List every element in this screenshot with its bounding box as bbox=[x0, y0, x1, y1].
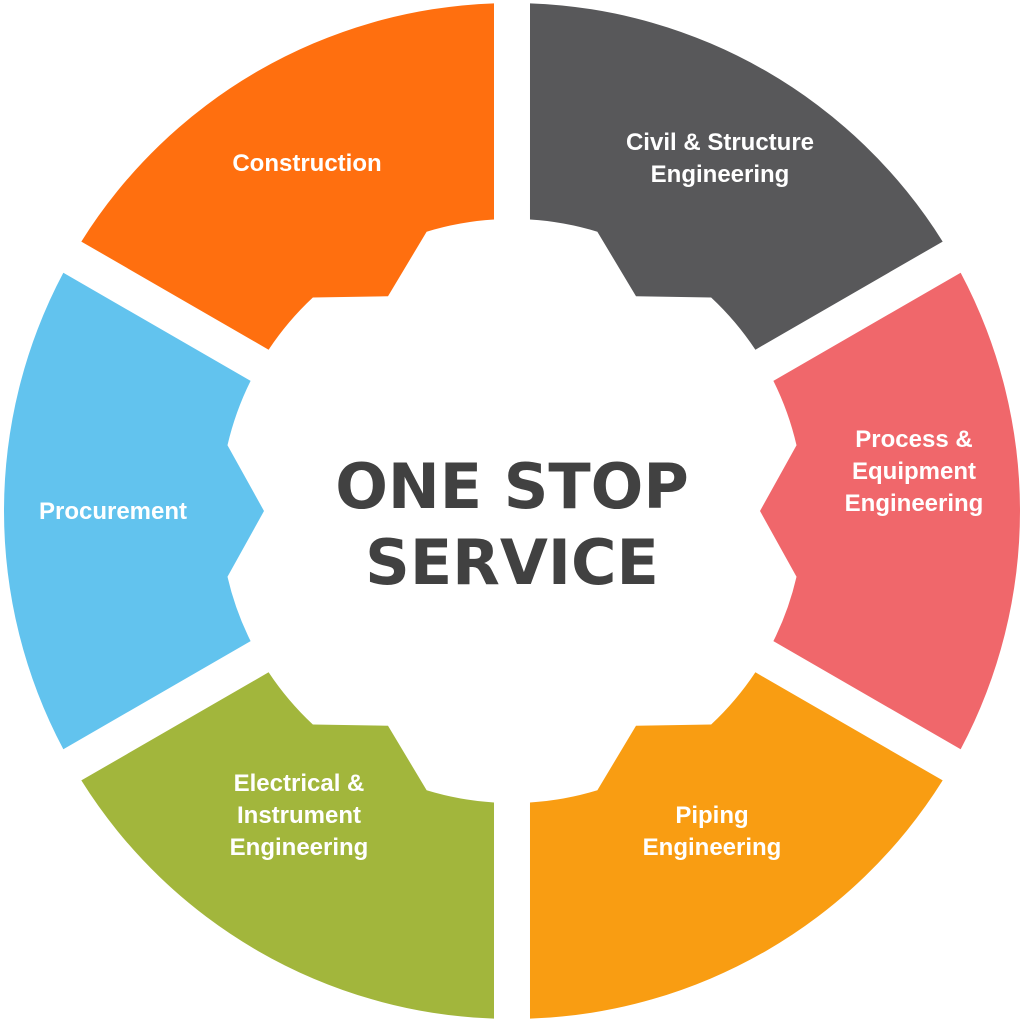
segment-label-electrical-instrument-engineering-line-1: Electrical & bbox=[234, 770, 365, 797]
segment-label-process-equipment-engineering-line-1: Process & bbox=[855, 426, 972, 453]
segment-shape-civil-structure-engineering bbox=[529, 3, 943, 350]
segment-shape-construction bbox=[81, 3, 495, 350]
center-title: ONE STOP SERVICE bbox=[335, 450, 689, 599]
segment-label-piping-engineering-line-2: Engineering bbox=[643, 834, 782, 861]
segment-label-procurement-line-1: Procurement bbox=[39, 498, 187, 525]
segment-shape-electrical-instrument-engineering bbox=[81, 672, 495, 1019]
segment-label-civil-structure-engineering-line-2: Engineering bbox=[651, 161, 790, 188]
segment-label-piping-engineering-line-1: Piping bbox=[675, 802, 748, 829]
segment-label-process-equipment-engineering-line-3: Engineering bbox=[845, 490, 984, 517]
center-title-line-2: SERVICE bbox=[365, 526, 659, 599]
segment-procurement: Procurement bbox=[4, 272, 265, 750]
segment-shape-piping-engineering bbox=[529, 672, 943, 1019]
center-title-line-1: ONE STOP bbox=[335, 450, 689, 523]
segment-label-electrical-instrument-engineering-line-2: Instrument bbox=[237, 802, 361, 829]
segment-label-electrical-instrument-engineering-line-3: Engineering bbox=[230, 834, 369, 861]
segment-shape-procurement bbox=[4, 272, 265, 750]
segments-layer: Construction Civil & StructureEngineering… bbox=[4, 3, 1020, 1019]
segment-shape-process-equipment-engineering bbox=[760, 272, 1020, 750]
segment-construction: Construction bbox=[81, 3, 495, 350]
segment-label-process-equipment-engineering-line-2: Equipment bbox=[852, 458, 976, 485]
segment-label-civil-structure-engineering-line-1: Civil & Structure bbox=[626, 129, 814, 156]
segment-label-construction-line-1: Construction bbox=[232, 150, 381, 177]
